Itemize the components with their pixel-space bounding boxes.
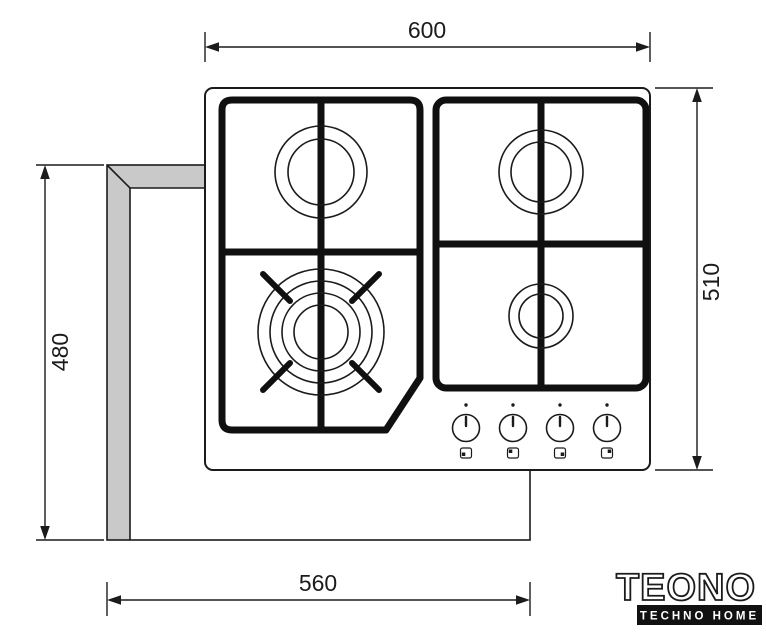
burner-ring: [269, 280, 373, 384]
arrow-left-icon: [205, 42, 219, 52]
burner-ring: [510, 141, 572, 203]
arrow-up-icon: [692, 88, 702, 102]
burner-rear-right: [498, 129, 584, 215]
burner-ring: [257, 268, 385, 396]
right-grate: [432, 96, 650, 392]
control-knob-4: [592, 403, 622, 459]
burner-position-dot: [607, 449, 612, 453]
left-grate: [218, 96, 424, 434]
knob-marker-dot: [558, 403, 562, 407]
control-knob-1: [451, 403, 481, 459]
knob-dial: [451, 413, 481, 443]
burner-position-icon: [600, 447, 614, 459]
control-knobs: [451, 403, 622, 459]
burner-position-dot: [560, 452, 565, 456]
burner-ring: [518, 293, 564, 339]
dimension-right: 510: [655, 87, 724, 471]
arrow-up-icon: [40, 165, 50, 179]
dimension-left: 480: [36, 164, 104, 541]
burner-front-left-wok: [257, 268, 385, 396]
burner-position-dot: [508, 449, 513, 453]
arrow-right-icon: [516, 595, 530, 605]
brand-logo-subtitle: TECHNO HOME: [640, 611, 759, 623]
burner-position-icon: [459, 447, 473, 459]
burner-position-icon: [553, 447, 567, 459]
knob-marker-dot: [511, 403, 515, 407]
control-knob-2: [498, 403, 528, 459]
arrow-right-icon: [636, 42, 650, 52]
left-grate-frame: [218, 96, 424, 434]
burner-ring: [274, 125, 368, 219]
dimension-bottom: 560: [106, 570, 531, 616]
control-knob-3: [545, 403, 575, 459]
cutout-corner-chamfer: [106, 164, 131, 189]
dimension-bottom-label: 560: [299, 570, 337, 596]
knob-dial: [545, 413, 575, 443]
burner-position-dot: [461, 452, 466, 456]
wok-support-nw: [260, 271, 293, 304]
wok-support-ne: [349, 271, 382, 304]
dimension-top: 600: [204, 17, 651, 62]
burner-ring: [498, 129, 584, 215]
burner-ring: [287, 138, 355, 206]
arrow-down-icon: [692, 456, 702, 470]
burner-front-right: [508, 283, 574, 349]
brand-logo-bar: [637, 605, 762, 625]
cutout-left-edge-shading: [107, 165, 130, 540]
wok-support-sw: [260, 360, 293, 393]
burner-position-icon: [506, 447, 520, 459]
knob-marker-dot: [605, 403, 609, 407]
burner-ring: [508, 283, 574, 349]
brand-logo-text: TEONO: [616, 567, 756, 609]
burner-ring: [281, 292, 361, 372]
arrow-down-icon: [40, 526, 50, 540]
dimension-right-label: 510: [698, 263, 724, 301]
dimension-top-label: 600: [408, 17, 446, 43]
burner-ring: [293, 304, 349, 360]
arrow-left-icon: [107, 595, 121, 605]
knob-dial: [498, 413, 528, 443]
knob-dial: [592, 413, 622, 443]
wok-support-se: [349, 360, 382, 393]
burner-rear-left: [274, 125, 368, 219]
brand-logo: TEONO TECHNO HOME: [615, 566, 762, 625]
dimension-left-label: 480: [47, 333, 73, 371]
knob-marker-dot: [464, 403, 468, 407]
